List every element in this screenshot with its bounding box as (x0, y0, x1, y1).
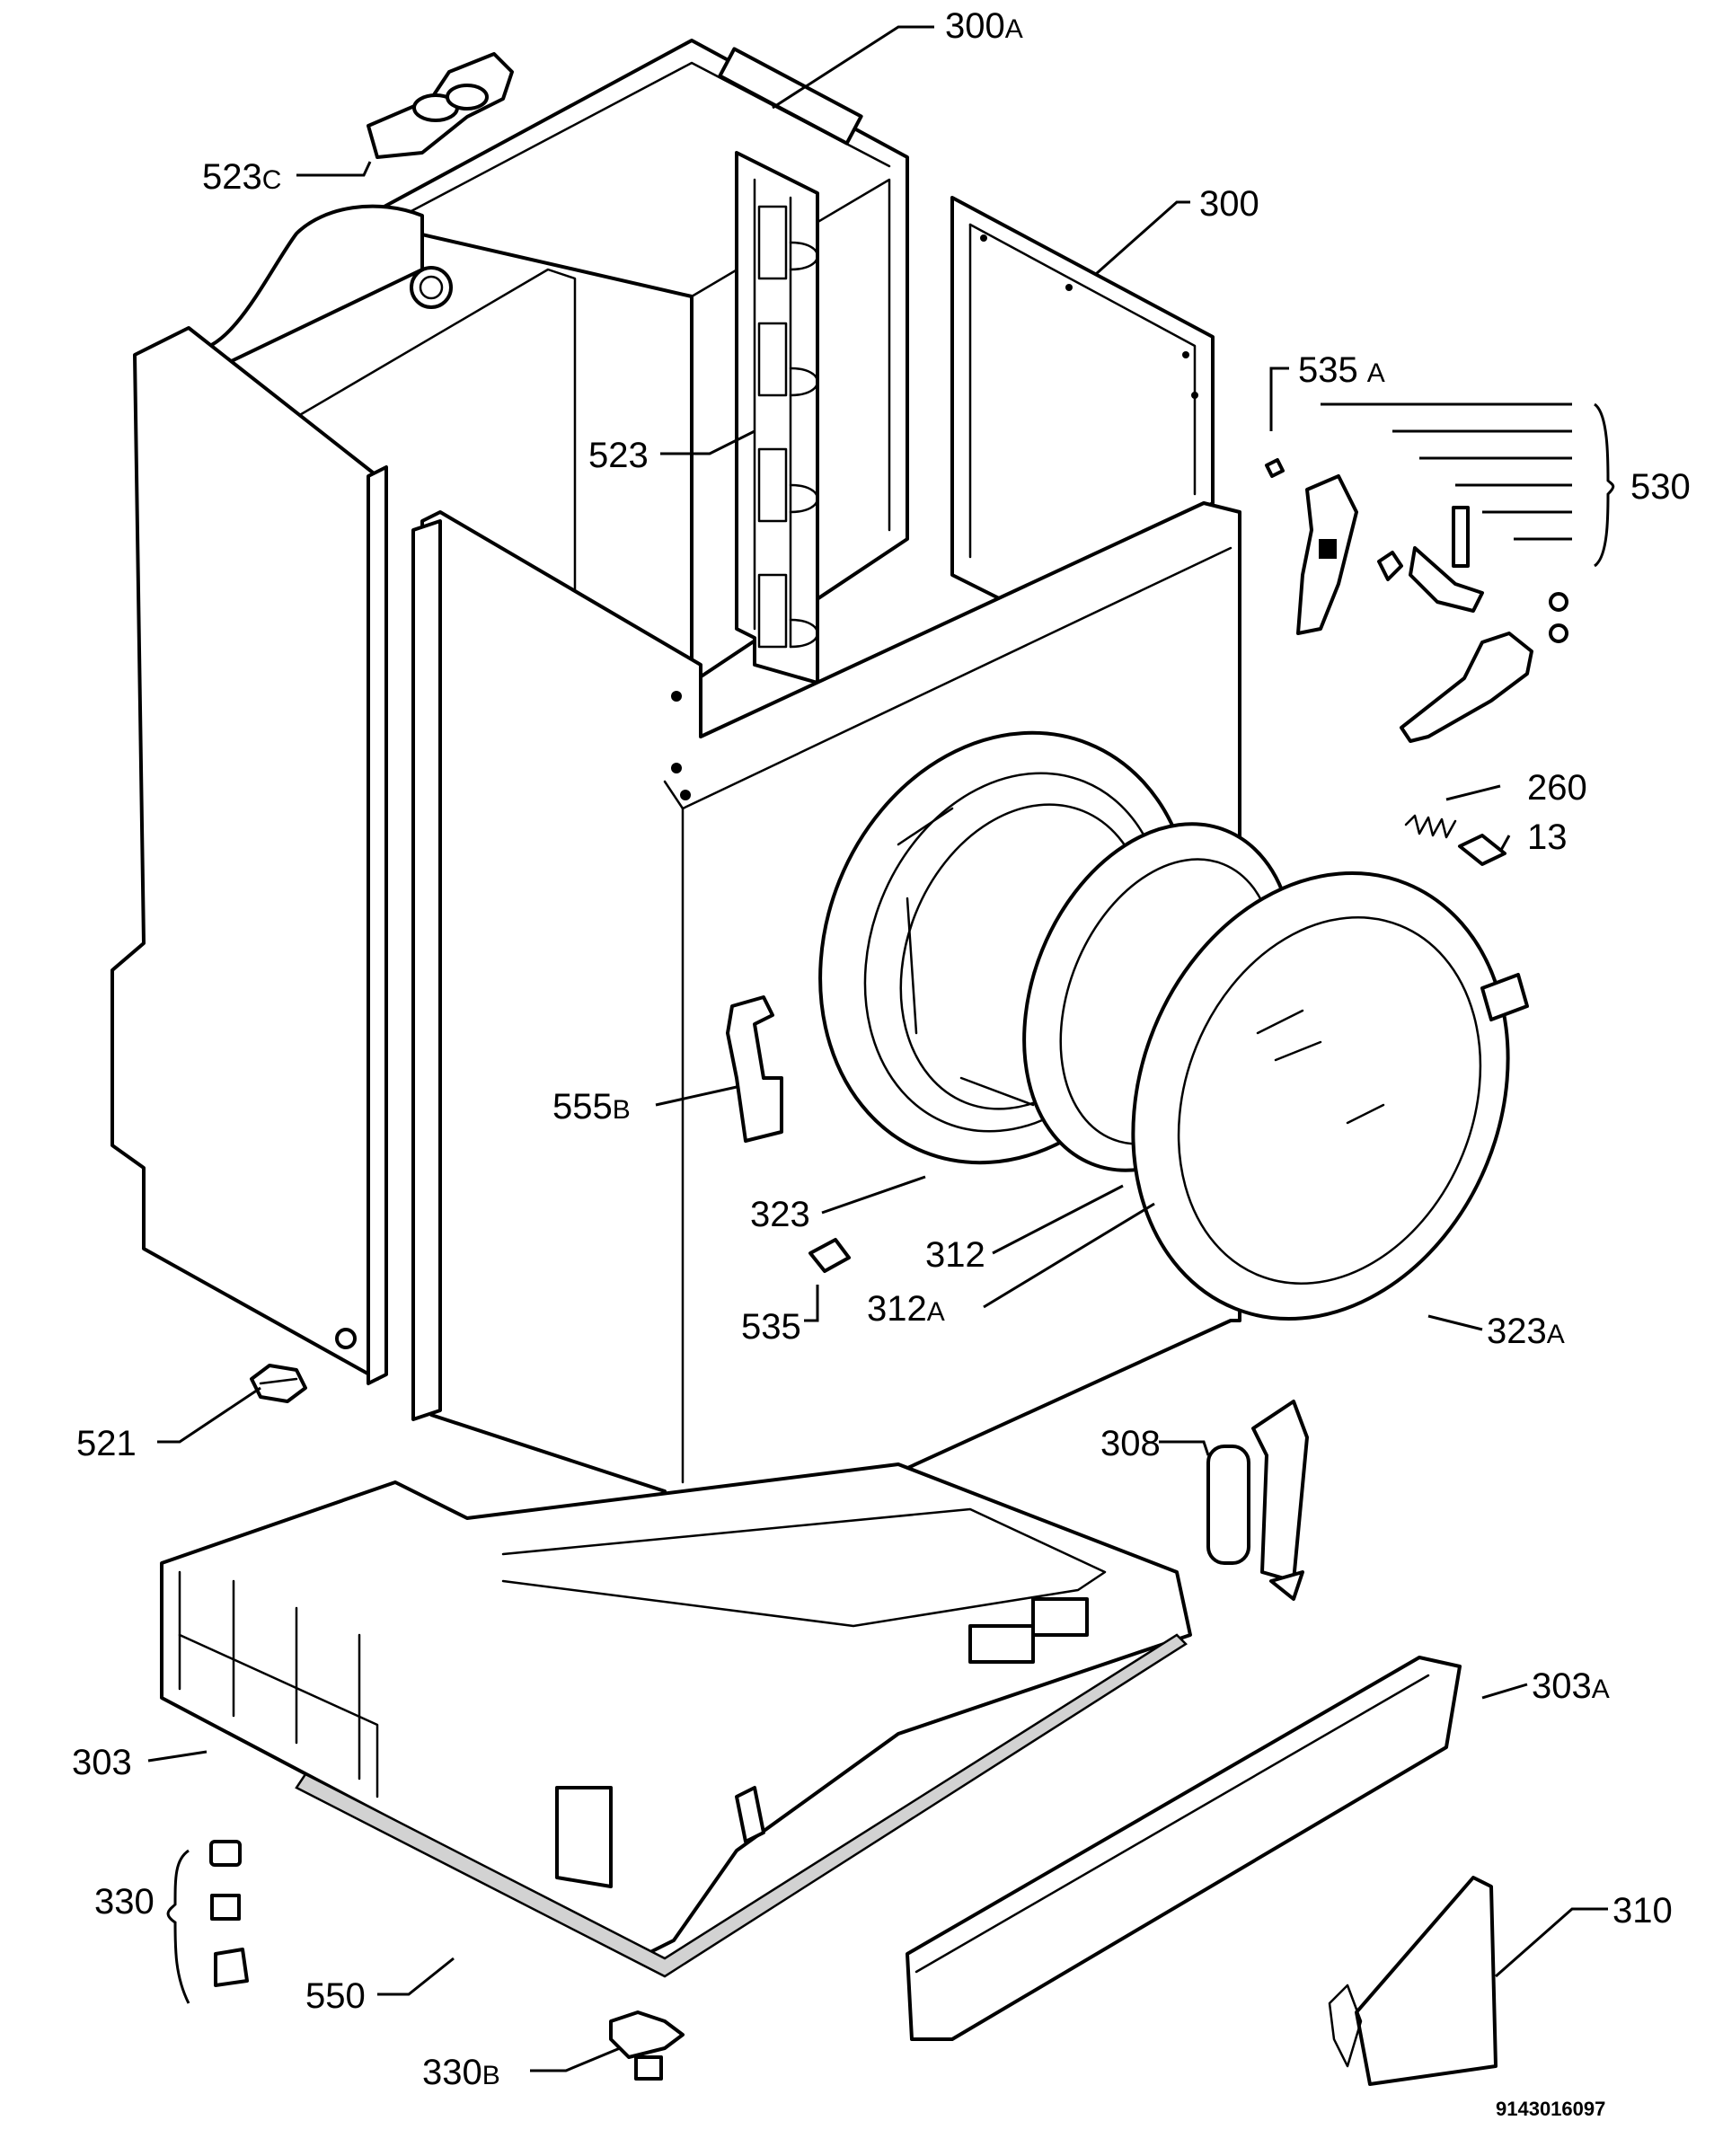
label-303: 303 (72, 1743, 132, 1782)
service-flap (1328, 1876, 1498, 2086)
door-assembly (1022, 822, 1529, 1321)
label-523: 523 (588, 436, 649, 475)
spring-and-stud (1404, 814, 1506, 866)
label-330: 330 (94, 1882, 155, 1922)
label-303a: 303A (1532, 1666, 1610, 1706)
left-side-panel (110, 326, 388, 1385)
label-555b: 555B (552, 1087, 631, 1127)
label-310: 310 (1612, 1891, 1673, 1931)
label-323a: 323A (1487, 1312, 1565, 1351)
label-523c: 523C (202, 157, 281, 197)
label-312a: 312A (867, 1289, 945, 1329)
handle-assembly (1265, 458, 1568, 743)
label-535: 535 (741, 1307, 801, 1347)
feet-set (209, 1840, 249, 1987)
label-13: 13 (1527, 817, 1568, 857)
label-550: 550 (305, 1976, 366, 2016)
label-300: 300 (1199, 184, 1259, 224)
label-300a: 300A (945, 6, 1023, 46)
label-323: 323 (750, 1195, 810, 1234)
label-521: 521 (76, 1424, 137, 1463)
label-330b: 330B (422, 2053, 500, 2092)
label-312: 312 (925, 1235, 985, 1275)
adjustable-foot (609, 2010, 685, 2081)
leader-lines (147, 25, 1615, 2072)
screw (250, 1364, 307, 1403)
label-308: 308 (1100, 1424, 1161, 1463)
rear-bracket (735, 151, 819, 685)
label-530: 530 (1630, 467, 1691, 507)
base-seal (295, 1633, 1188, 1978)
plinth-panel (906, 1656, 1462, 2041)
small-pin (808, 1238, 851, 1273)
hinge (1206, 1400, 1309, 1601)
top-clip (367, 52, 514, 159)
drawing-code: 9143016097 (1496, 2098, 1605, 2120)
label-260: 260 (1527, 768, 1587, 808)
